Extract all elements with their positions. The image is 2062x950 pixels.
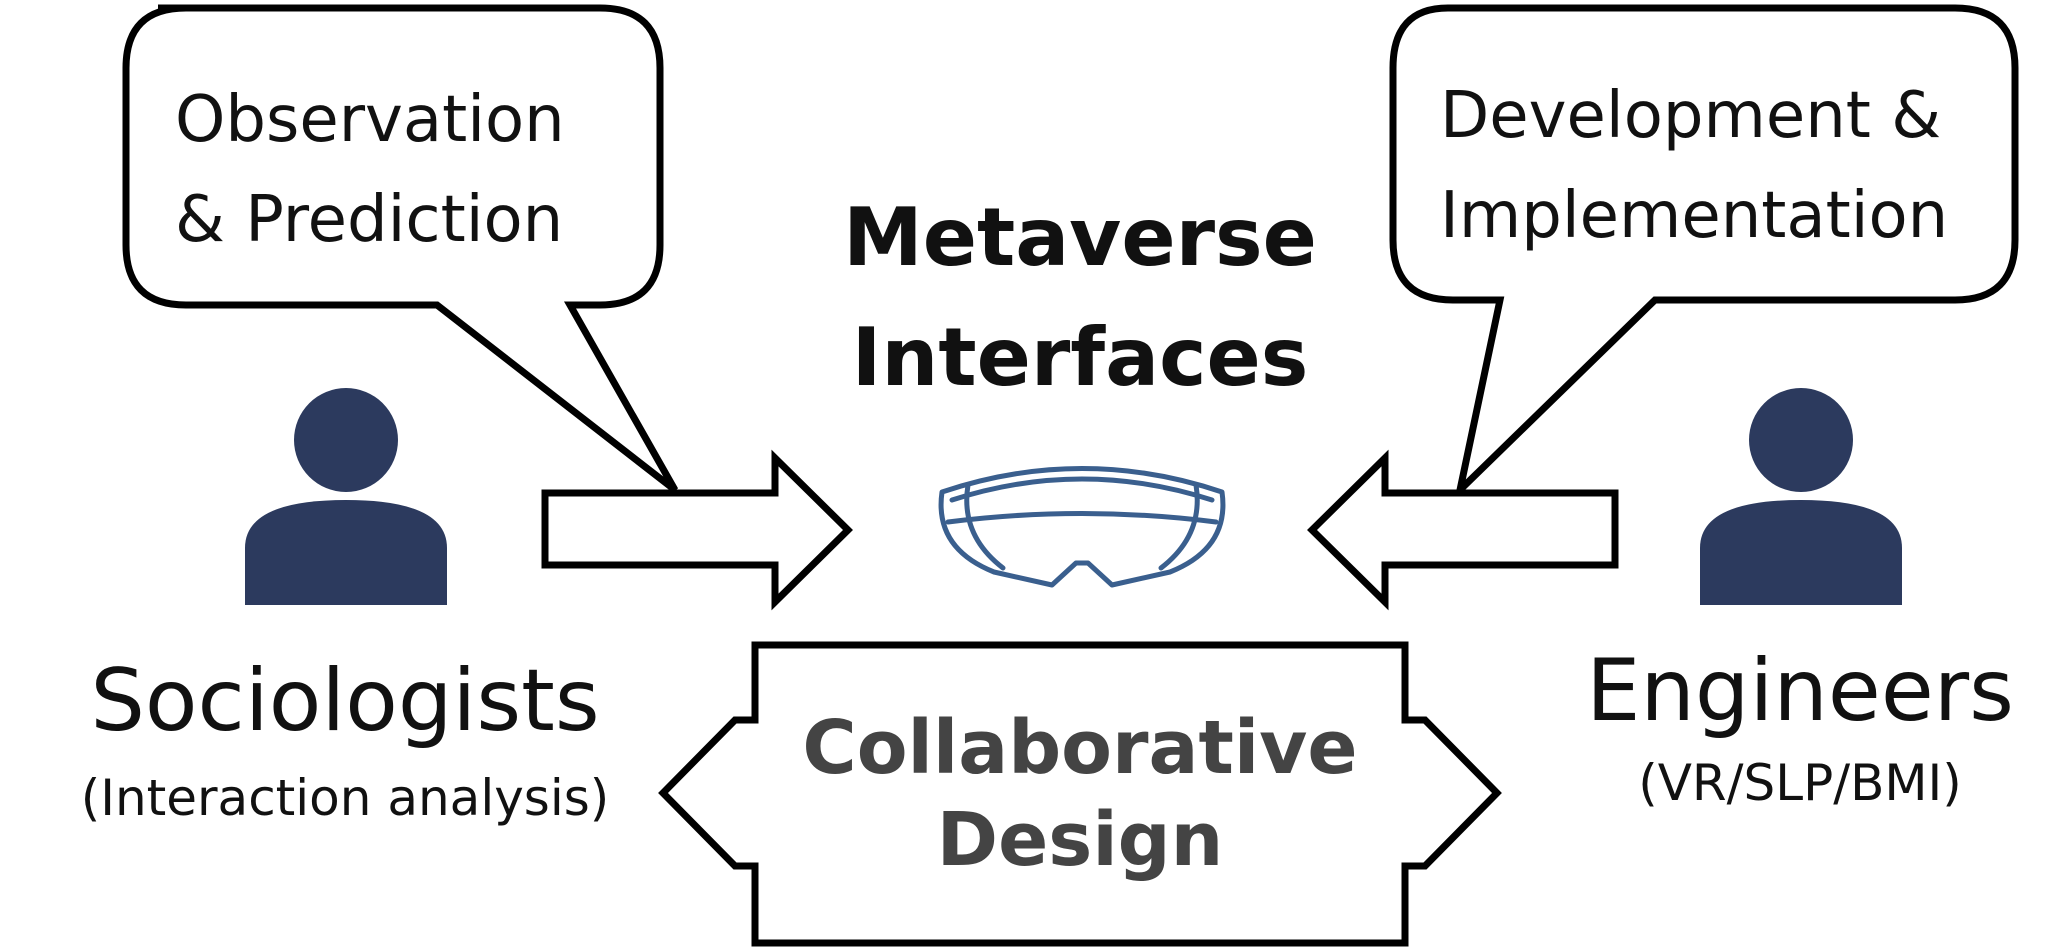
engineers-detail: (VR/SLP/BMI)	[1638, 754, 1962, 812]
collaborative-design-box	[658, 641, 1502, 947]
arrow-to-interfaces-right	[1307, 449, 1619, 611]
right-bubble-line-1: Development &	[1440, 79, 1942, 153]
right-speech-bubble	[1389, 4, 2019, 501]
right-bubble-label: Development & Implementation	[1440, 66, 1948, 266]
right-bubble-line-2: Implementation	[1440, 179, 1949, 253]
left-bubble-line-1: Observation	[175, 83, 565, 157]
arrow-to-interfaces-left	[541, 449, 853, 611]
sociologists-detail: (Interaction analysis)	[80, 769, 610, 827]
sociologists-label: Sociologists	[90, 651, 600, 751]
engineers-label: Engineers	[1586, 641, 2014, 741]
collab-line-1: Collaborative	[802, 705, 1358, 791]
collaborative-design-label: Collaborative Design	[755, 702, 1405, 886]
left-bubble-label: Observation & Prediction	[175, 70, 565, 270]
vr-goggles-icon	[938, 466, 1226, 588]
title-line-1: Metaverse	[843, 191, 1317, 284]
sociologist-person-icon	[245, 388, 447, 605]
left-bubble-line-2: & Prediction	[175, 183, 564, 257]
engineer-person-icon	[1700, 388, 1902, 605]
title-line-2: Interfaces	[851, 311, 1309, 404]
collab-line-2: Design	[936, 797, 1224, 883]
metaverse-interfaces-title: Metaverse Interfaces	[820, 178, 1340, 418]
